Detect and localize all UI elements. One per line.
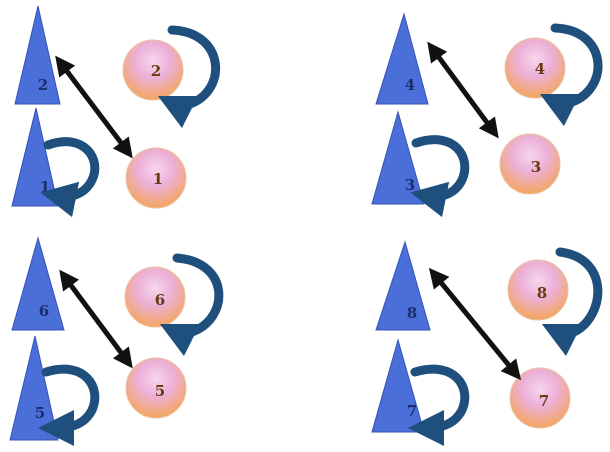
- group-3: 6 5 6 5: [9, 236, 224, 446]
- group-1: 2 1 2 1: [11, 5, 221, 218]
- ball-label-bottom: 1: [153, 170, 163, 188]
- ball-label-bottom: 3: [531, 158, 541, 176]
- curved-arrow-icon: [38, 364, 100, 446]
- ball-icon: [504, 37, 566, 99]
- ball-label-top: 4: [535, 60, 545, 78]
- ball-label-top: 8: [537, 284, 547, 302]
- curved-arrow-icon: [541, 247, 603, 357]
- curved-arrow-icon: [159, 253, 224, 357]
- cone-icon: [371, 110, 425, 205]
- curved-arrow-icon: [539, 23, 603, 127]
- ball-label-top: 2: [151, 62, 161, 80]
- cone-icon: [371, 338, 425, 433]
- group-2: 4 3 4 3: [371, 12, 603, 218]
- cone-label-bottom: 7: [407, 402, 417, 420]
- cone-label-top: 2: [38, 76, 48, 94]
- cone-icon: [11, 236, 65, 331]
- ball-icon: [125, 357, 187, 419]
- ball-icon: [509, 367, 571, 429]
- cone-label-top: 8: [407, 304, 417, 322]
- cone-label-bottom: 5: [35, 404, 45, 422]
- cone-label-bottom: 1: [40, 178, 50, 196]
- cone-icon: [375, 12, 429, 105]
- curved-arrow-icon: [157, 25, 221, 129]
- group-4: 8 7 8 7: [371, 240, 603, 446]
- cone-icon: [14, 5, 61, 105]
- curved-arrow-icon: [410, 135, 470, 218]
- ball-label-bottom: 5: [155, 382, 165, 400]
- cone-label-top: 6: [39, 302, 49, 320]
- ball-icon: [125, 147, 187, 209]
- double-headed-arrow-icon: [428, 267, 522, 381]
- ball-label-top: 6: [155, 291, 165, 309]
- cone-label-bottom: 3: [405, 176, 415, 194]
- ball-label-bottom: 7: [539, 392, 549, 410]
- cone-icon: [11, 107, 59, 207]
- cone-icon: [9, 335, 59, 441]
- double-headed-arrow-icon: [55, 55, 133, 159]
- cone-icon: [375, 240, 431, 331]
- ball-icon: [499, 133, 561, 195]
- double-headed-arrow-icon: [59, 269, 133, 369]
- curved-arrow-icon: [408, 364, 470, 446]
- cone-label-top: 4: [405, 76, 415, 94]
- curved-arrow-icon: [40, 137, 100, 218]
- double-headed-arrow-icon: [427, 41, 499, 139]
